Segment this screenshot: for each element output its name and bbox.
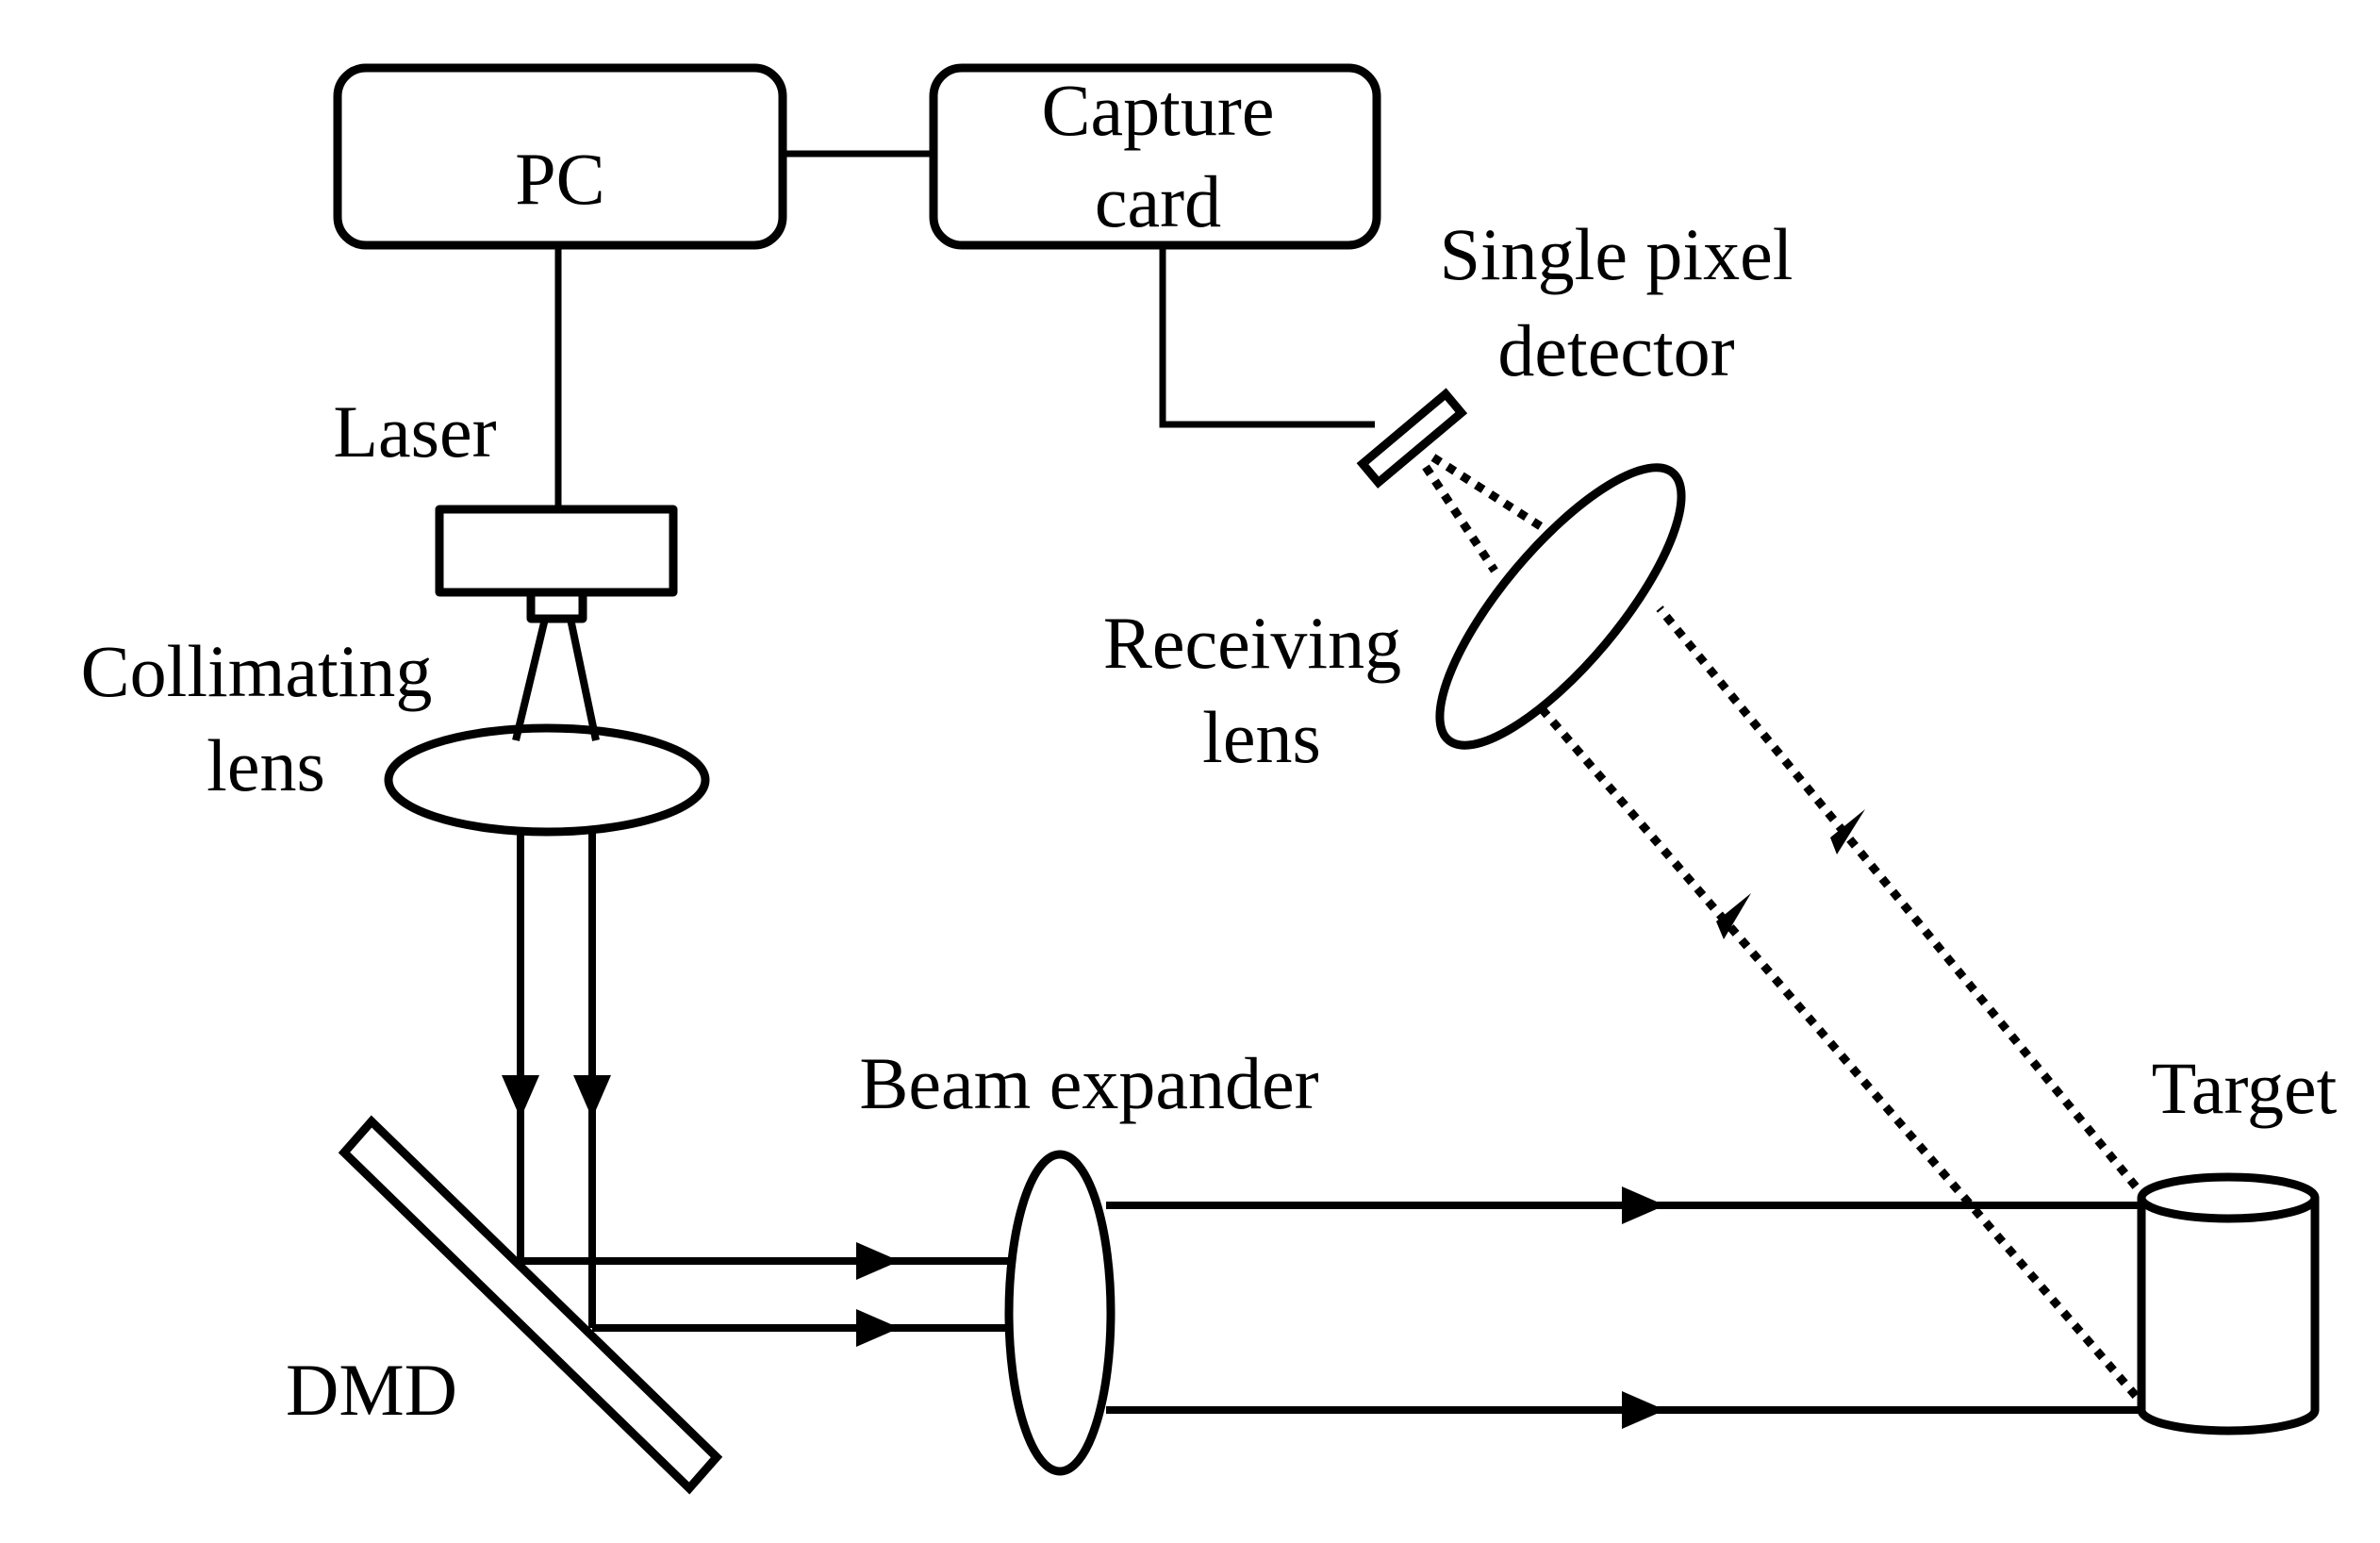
return-arrow-outer bbox=[1830, 809, 1865, 854]
laser-aperture bbox=[526, 588, 587, 623]
single-pixel-detector bbox=[1356, 388, 1468, 489]
return-arrow-inner bbox=[1716, 893, 1751, 939]
return-beam-outer bbox=[1656, 606, 2140, 1189]
down-arrow-left bbox=[502, 1075, 539, 1119]
collimating-label-line2: lens bbox=[207, 724, 325, 806]
beam-expander-lens bbox=[1004, 1150, 1116, 1476]
laser-cone-left bbox=[512, 618, 549, 741]
return-beam-inner bbox=[1529, 695, 2140, 1399]
collimating-lens bbox=[384, 723, 710, 837]
pc-label: PC bbox=[515, 138, 604, 220]
target-cylinder-body bbox=[2137, 1198, 2320, 1435]
capture-card-label-line1: Capture bbox=[1042, 69, 1275, 151]
laser-body bbox=[435, 505, 678, 597]
focus-beam-upper bbox=[1430, 454, 1549, 534]
down-arrow-right bbox=[573, 1075, 611, 1119]
right-arrow-expanded-lower bbox=[1622, 1391, 1665, 1429]
receiving-label-line1: Receiving bbox=[1103, 602, 1401, 684]
beam-expander-label: Beam expander bbox=[859, 1042, 1318, 1124]
laser-cone-right bbox=[567, 618, 600, 741]
right-arrow-upper bbox=[856, 1242, 900, 1280]
receiving-label-line2: lens bbox=[1202, 696, 1321, 778]
target-label: Target bbox=[2152, 1047, 2338, 1129]
collimating-label-line1: Collimating bbox=[81, 630, 433, 712]
detector-label-line1: Single pixel bbox=[1440, 213, 1793, 295]
focus-beam-lower bbox=[1422, 464, 1498, 573]
capture-detector-wire bbox=[1159, 245, 1375, 428]
right-arrow-expanded-upper bbox=[1622, 1186, 1665, 1224]
detector-label-line2: detector bbox=[1497, 309, 1734, 391]
dmd-mirror bbox=[338, 1115, 723, 1495]
target-cylinder-top bbox=[2137, 1172, 2320, 1223]
receiving-lens bbox=[1435, 463, 1686, 750]
right-arrow-lower bbox=[856, 1309, 900, 1347]
dmd-label: DMD bbox=[286, 1349, 457, 1431]
laser-label: Laser bbox=[333, 390, 496, 473]
capture-card-label-line2: card bbox=[1095, 160, 1221, 242]
